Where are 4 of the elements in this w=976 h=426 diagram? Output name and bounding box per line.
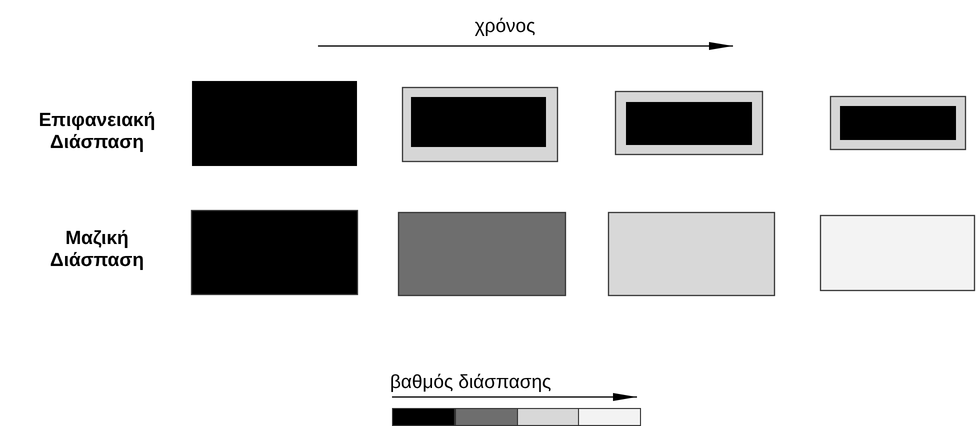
scale-label: βαθμός διάσπασης (390, 372, 552, 394)
axis-label: χρόνος (474, 16, 536, 38)
row-label: Επιφανειακή Διάσπαση (38, 110, 156, 154)
row-label: Μαζική Διάσπαση (49, 228, 145, 272)
